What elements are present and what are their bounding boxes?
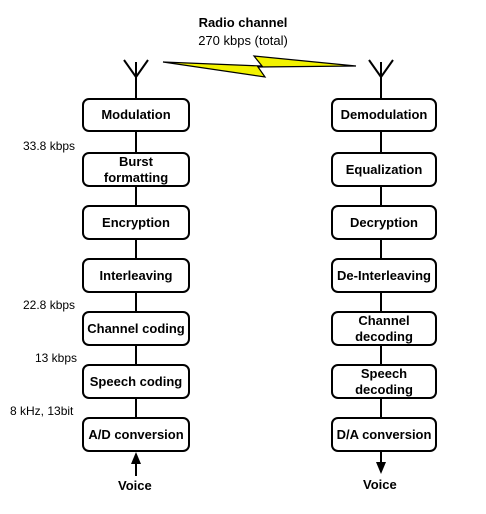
channel-decoding-block: Channel decoding [331, 311, 437, 346]
rate-label-burst: 33.8 kbps [23, 139, 76, 153]
rate-label-ad: 8 kHz, 13bit [10, 404, 74, 418]
ad-conversion-block: A/D conversion [82, 417, 190, 452]
rate-label-channel-coding: 22.8 kbps [23, 298, 76, 312]
rx-antenna-icon [368, 59, 394, 98]
decryption-block: Decryption [331, 205, 437, 240]
voice-input-label: Voice [118, 478, 152, 493]
speech-decoding-block: Speech decoding [331, 364, 437, 399]
arrow-up-icon [131, 452, 141, 464]
equalization-block: Equalization [331, 152, 437, 187]
channel-coding-block: Channel coding [82, 311, 190, 346]
speech-coding-block: Speech coding [82, 364, 190, 399]
burst-formatting-block: Burst formatting [82, 152, 190, 187]
radio-channel-title: Radio channel [198, 15, 288, 30]
tx-antenna-icon [123, 59, 149, 98]
de-interleaving-block: De-Interleaving [331, 258, 437, 293]
lightning-link-icon [162, 55, 357, 78]
interleaving-block: Interleaving [82, 258, 190, 293]
da-conversion-block: D/A conversion [331, 417, 437, 452]
rate-label-speech-coding: 13 kbps [35, 351, 78, 365]
radio-channel-rate: 270 kbps (total) [198, 33, 288, 48]
modulation-block: Modulation [82, 98, 190, 132]
demodulation-block: Demodulation [331, 98, 437, 132]
voice-output-label: Voice [363, 477, 397, 492]
arrow-down-icon [376, 462, 386, 474]
encryption-block: Encryption [82, 205, 190, 240]
